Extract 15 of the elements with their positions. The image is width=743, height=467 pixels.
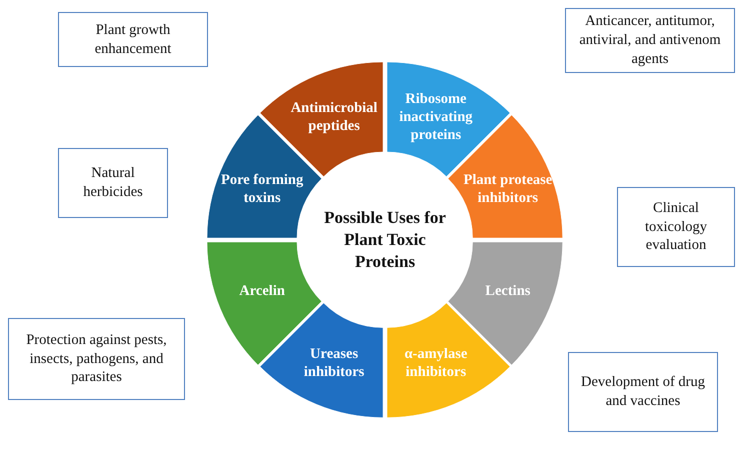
callout-text: Protection against pests, insects, pathogens, and parasites <box>8 318 185 400</box>
segment-label: Antimicrobial peptides <box>290 98 378 136</box>
callout-text: Plant growth enhancement <box>58 12 208 67</box>
segment-label: Lectins <box>484 282 532 300</box>
segment-label: Plant protease inhibitors <box>462 170 554 208</box>
center-title: Possible Uses for Plant Toxic Proteins <box>323 206 447 274</box>
callout-text: Anticancer, antitumor, antiviral, and antivenom agents <box>565 8 735 73</box>
segment-label: Arcelin <box>238 282 286 300</box>
callout-text: Natural herbicides <box>58 148 168 218</box>
segment-label: Pore forming toxins <box>220 170 304 208</box>
segment-label: Ribosome inactivating proteins <box>398 90 474 144</box>
segment-label: α-amylase inhibitors <box>403 344 468 381</box>
callout-text: Clinical toxicology evaluation <box>617 187 735 267</box>
segment-label: Ureases inhibitors <box>302 344 366 381</box>
callout-text: Development of drug and vaccines <box>568 352 718 432</box>
